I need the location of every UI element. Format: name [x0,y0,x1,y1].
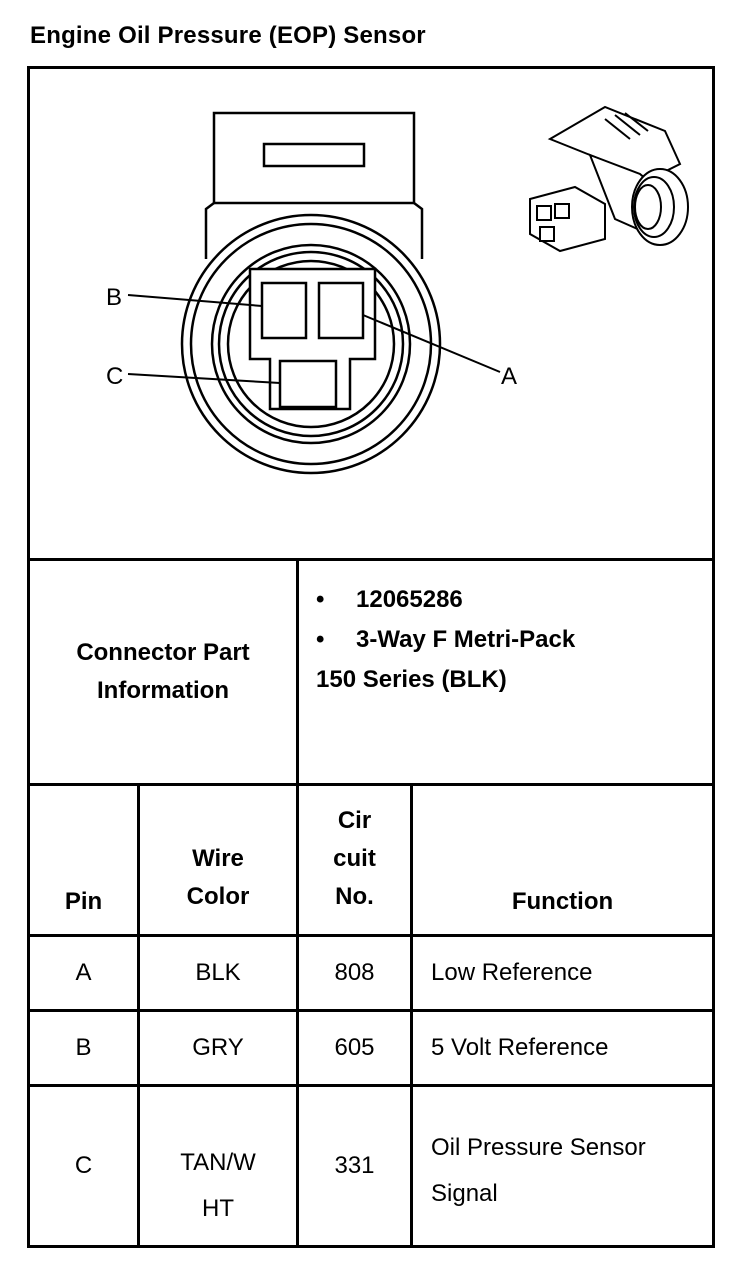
part-number-item: • 12065286 [316,586,463,613]
divider-diagram [27,558,715,561]
row-c-circuit: 331 [334,1152,375,1179]
divider-bottom [27,1245,715,1248]
row-b-pin: B [75,1034,92,1061]
pin-a-terminal [317,281,365,340]
divider-row-b [27,1084,715,1087]
divider-row-a [27,1009,715,1012]
connector-part-label: Connector Part Information [76,639,250,704]
latch-window [262,142,366,168]
row-b-circuit: 605 [334,1034,375,1061]
connector-series: 150 Series (BLK) [316,666,507,693]
header-function: Function [511,888,614,915]
info-divider [296,558,299,784]
connector-table-frame [27,66,715,1248]
row-a-circuit: 808 [334,959,375,986]
col-divider-3 [410,783,413,1248]
pin-c-terminal [278,359,338,409]
row-a-function: Low Reference [431,959,593,986]
pin-b-label: B [106,284,122,311]
page-title: Engine Oil Pressure (EOP) Sensor [30,22,426,49]
connector-type-item: • 3-Way F Metri-Pack [316,626,576,653]
divider-header [27,934,715,937]
header-wire-color: Wire Color [186,845,250,910]
row-b-wire-color: GRY [192,1034,244,1061]
divider-info [27,783,715,786]
row-a-pin: A [75,959,92,986]
connector-part-details: • 12065286 • 3-Way F Metri-Pack 150 Seri… [316,580,706,700]
row-a-wire-color: BLK [195,959,241,986]
row-c-pin: C [74,1152,93,1179]
connector-face-diagram: B C A [106,105,689,475]
header-circuit-no: Cir cuit No. [333,807,376,910]
connector-3d-illustration [529,105,689,253]
row-c-wire-color: TAN/W HT [180,1149,256,1222]
pin-b-terminal [260,281,308,340]
row-c-function: Oil Pressure Sensor Signal [431,1134,646,1207]
col-divider-1 [137,783,140,1248]
header-pin: Pin [64,888,103,915]
col-divider-2 [296,783,299,1248]
row-b-function: 5 Volt Reference [431,1034,609,1061]
pin-a-label: A [501,363,517,390]
pin-c-label: C [106,363,123,390]
